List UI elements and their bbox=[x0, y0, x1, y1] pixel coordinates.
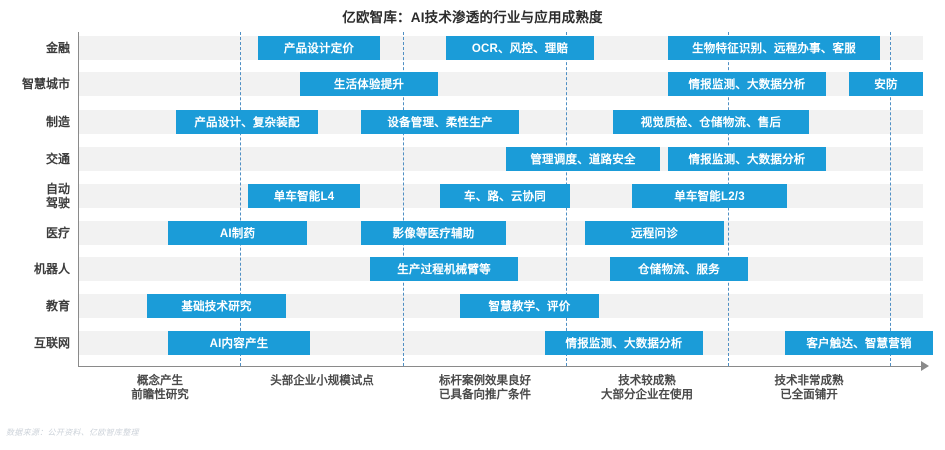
stage-gridline-2 bbox=[403, 32, 404, 366]
application-bar[interactable]: 产品设计、复杂装配 bbox=[176, 110, 318, 134]
stage-caption-4: 技术较成熟 大部分企业在使用 bbox=[601, 375, 693, 401]
application-bar[interactable]: 客户触达、智慧营销 bbox=[785, 331, 933, 355]
row-label-金融: 金融 bbox=[0, 41, 70, 55]
application-bar[interactable]: 单车智能L4 bbox=[248, 184, 360, 208]
application-bar[interactable]: 生产过程机械臂等 bbox=[370, 257, 518, 281]
row-label-自动驾驶: 自动驾驶 bbox=[0, 182, 70, 210]
row-label-line: 制造 bbox=[45, 115, 70, 129]
row-label-line: 自动 bbox=[45, 182, 70, 196]
application-bar[interactable]: OCR、风控、理赔 bbox=[446, 36, 594, 60]
application-bar[interactable]: 生物特征识别、远程办事、客服 bbox=[668, 36, 880, 60]
row-label-制造: 制造 bbox=[0, 115, 70, 129]
application-bar[interactable]: 管理调度、道路安全 bbox=[506, 147, 660, 171]
application-bar[interactable]: 产品设计定价 bbox=[258, 36, 380, 60]
application-bar[interactable]: 智慧教学、评价 bbox=[460, 294, 599, 318]
source-footnote: 数据来源：公开资料、亿欧智库整理 bbox=[6, 428, 139, 437]
row-label-line: 机器人 bbox=[33, 262, 70, 276]
row-label-line: 医疗 bbox=[45, 226, 70, 240]
application-bar[interactable]: 影像等医疗辅助 bbox=[361, 221, 506, 245]
application-bar[interactable]: 生活体验提升 bbox=[300, 72, 438, 96]
stage-caption-5: 技术非常成熟 已全面铺开 bbox=[774, 375, 844, 401]
row-label-互联网: 互联网 bbox=[0, 336, 70, 350]
application-bar[interactable]: 仓储物流、服务 bbox=[610, 257, 748, 281]
row-label-line: 教育 bbox=[45, 299, 70, 313]
application-bar[interactable]: 情报监测、大数据分析 bbox=[545, 331, 703, 355]
application-bar[interactable]: AI制药 bbox=[168, 221, 307, 245]
application-bar[interactable]: 情报监测、大数据分析 bbox=[668, 72, 826, 96]
row-label-line: 互联网 bbox=[33, 336, 70, 350]
application-bar[interactable]: 车、路、云协同 bbox=[440, 184, 570, 208]
row-label-line: 智慧城市 bbox=[21, 77, 70, 91]
stage-caption-2: 头部企业小规模试点 bbox=[270, 375, 374, 387]
application-bar[interactable]: 安防 bbox=[849, 72, 923, 96]
row-label-line: 驾驶 bbox=[45, 196, 70, 210]
row-label-line: 金融 bbox=[45, 41, 70, 55]
application-bar[interactable]: 视觉质检、仓储物流、售后 bbox=[613, 110, 809, 134]
y-axis-line bbox=[78, 32, 79, 366]
x-axis-line bbox=[78, 366, 923, 367]
application-bar[interactable]: AI内容产生 bbox=[168, 331, 310, 355]
row-label-line: 交通 bbox=[45, 152, 70, 166]
row-label-机器人: 机器人 bbox=[0, 262, 70, 276]
stage-gridline-5 bbox=[890, 32, 891, 366]
row-label-智慧城市: 智慧城市 bbox=[0, 77, 70, 91]
stage-caption-1: 概念产生 前瞻性研究 bbox=[131, 375, 189, 401]
stage-gridline-1 bbox=[240, 32, 241, 366]
row-label-医疗: 医疗 bbox=[0, 226, 70, 240]
stage-caption-3: 标杆案例效果良好 已具备向推广条件 bbox=[439, 375, 531, 401]
application-bar[interactable]: 基础技术研究 bbox=[147, 294, 286, 318]
x-axis-arrow-icon bbox=[921, 361, 929, 371]
row-label-教育: 教育 bbox=[0, 299, 70, 313]
application-bar[interactable]: 远程问诊 bbox=[585, 221, 724, 245]
application-bar[interactable]: 设备管理、柔性生产 bbox=[361, 110, 519, 134]
row-label-交通: 交通 bbox=[0, 152, 70, 166]
application-bar[interactable]: 情报监测、大数据分析 bbox=[668, 147, 826, 171]
application-bar[interactable]: 单车智能L2/3 bbox=[632, 184, 787, 208]
page-title: 亿欧智库：AI技术渗透的行业与应用成熟度 bbox=[342, 10, 603, 25]
